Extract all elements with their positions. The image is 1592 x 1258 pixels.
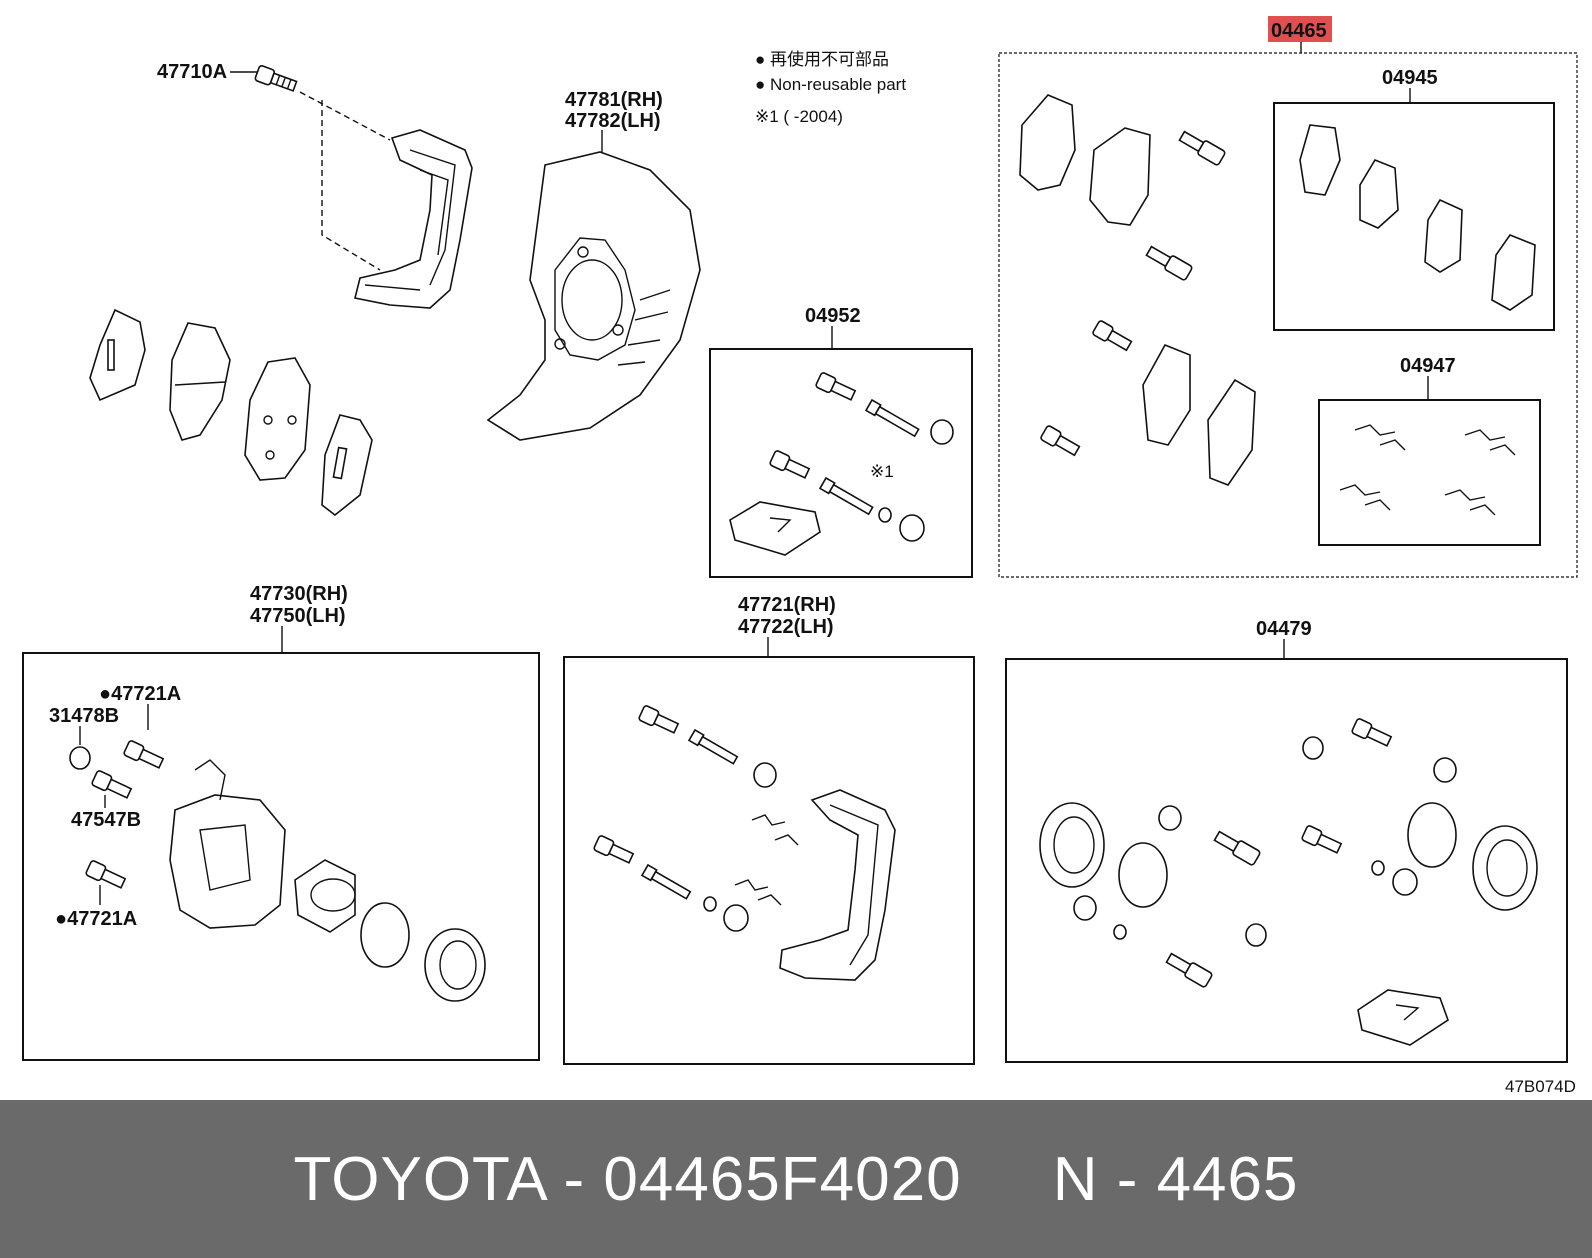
label-47750[interactable]: 47750(LH) <box>250 605 346 627</box>
box-04479: 04479 <box>1005 618 1568 1063</box>
part-number-banner: TOYOTA - 04465F4020 N - 4465 <box>0 1100 1592 1258</box>
label-04945[interactable]: 04945 <box>1382 67 1438 89</box>
caliper-bracket <box>354 129 473 309</box>
highlight-04465 <box>1268 16 1332 42</box>
label-04465[interactable]: 04465 <box>1271 20 1327 42</box>
label-47722[interactable]: 47722(LH) <box>738 616 834 638</box>
label-47547B[interactable]: 47547B <box>71 809 141 831</box>
brake-pad-group-left <box>89 308 373 517</box>
part-number-text: TOYOTA - 04465F4020 N - 4465 <box>293 1144 1299 1214</box>
label-31478B[interactable]: 31478B <box>49 705 119 727</box>
label-04952[interactable]: 04952 <box>805 305 861 327</box>
box-04465: 04465 04945 04947 <box>998 16 1578 578</box>
label-47730[interactable]: 47730(RH) <box>250 583 348 605</box>
legend-en: ● Non-reusable part <box>755 75 906 94</box>
legend-jp: ● 再使用不可部品 <box>755 49 889 69</box>
bracket-bolt-group: 47710A <box>157 61 391 271</box>
dust-shield: 47781(RH) 47782(LH) <box>486 89 701 441</box>
label-47721A-top[interactable]: ●47721A <box>99 683 181 705</box>
label-47710A[interactable]: 47710A <box>157 61 227 83</box>
label-04947[interactable]: 04947 <box>1400 355 1456 377</box>
diagram-code: 47B074D <box>1505 1077 1576 1096</box>
legend-note: ※1 ( -2004) <box>755 107 843 126</box>
box-47730: 47730(RH) 47750(LH) ●47721A 31478B 47547… <box>22 583 540 1061</box>
label-04479[interactable]: 04479 <box>1256 618 1312 640</box>
label-note1: ※1 <box>870 462 894 481</box>
box-04952: 04952 ※1 <box>709 305 973 578</box>
label-47721A-bottom[interactable]: ●47721A <box>55 908 137 930</box>
label-47781[interactable]: 47781(RH) <box>565 89 663 111</box>
label-47782[interactable]: 47782(LH) <box>565 110 661 132</box>
legend: ● 再使用不可部品 ● Non-reusable part ※1 ( -2004… <box>755 49 906 126</box>
box-47721: 47721(RH) 47722(LH) <box>563 594 975 1065</box>
parts-diagram: 47710A 47781(RH) 47782(LH) <box>22 16 1578 1096</box>
label-47721[interactable]: 47721(RH) <box>738 594 836 616</box>
